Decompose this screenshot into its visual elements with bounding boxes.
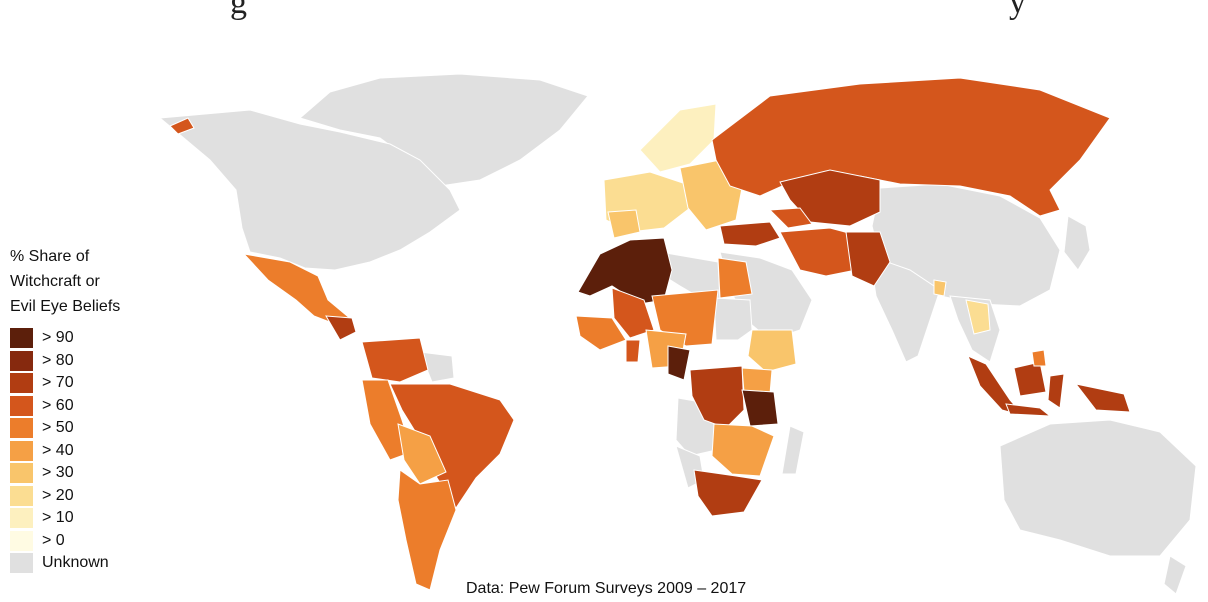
data-source-note: Data: Pew Forum Surveys 2009 – 2017 bbox=[466, 580, 747, 597]
south-america-north-region bbox=[361, 337, 429, 383]
legend-item: > 20 bbox=[10, 485, 160, 508]
north-america-unknown bbox=[158, 109, 461, 271]
caucasus-region bbox=[768, 207, 813, 229]
tanzania-region bbox=[741, 389, 779, 427]
legend-title-line-3: Evil Eye Beliefs bbox=[10, 298, 121, 315]
legend-label: > 50 bbox=[42, 419, 74, 437]
southern-africa-east-region bbox=[711, 423, 775, 477]
legend-label: Unknown bbox=[42, 554, 109, 572]
map-legend: % Share of Witchcraft or Evil Eye Belief… bbox=[10, 244, 160, 575]
kazakhstan-region bbox=[779, 169, 881, 227]
legend-item: > 30 bbox=[10, 462, 160, 485]
legend-swatch bbox=[10, 508, 33, 529]
legend-item: Unknown bbox=[10, 552, 160, 575]
legend-title-line-2: Witchcraft or bbox=[10, 273, 100, 290]
iceland-region bbox=[169, 117, 195, 135]
sudan-unknown bbox=[713, 297, 753, 341]
legend-label: > 0 bbox=[42, 531, 65, 549]
legend-items: > 90 > 80 > 70 > 60 > 50 > 40 > 30 > 20 > 10 > 0 U… bbox=[10, 327, 160, 575]
legend-label: > 20 bbox=[42, 486, 74, 504]
egypt-region bbox=[717, 257, 753, 299]
bangladesh-region bbox=[933, 279, 947, 297]
ethiopia-region bbox=[747, 329, 797, 373]
legend-label: > 10 bbox=[42, 509, 74, 527]
japan-korea-unknown bbox=[1063, 215, 1091, 271]
legend-item: > 40 bbox=[10, 440, 160, 463]
madagascar-unknown bbox=[781, 425, 805, 475]
morocco-algeria-region bbox=[577, 237, 673, 305]
brazil-region bbox=[389, 383, 515, 509]
philippines-region bbox=[1031, 349, 1047, 367]
australia-unknown bbox=[999, 419, 1197, 557]
turkey-region bbox=[719, 221, 781, 247]
sulawesi-region bbox=[1047, 373, 1065, 409]
ghana-region bbox=[625, 339, 641, 363]
west-africa-coast-region bbox=[575, 315, 627, 351]
legend-swatch bbox=[10, 530, 33, 551]
java-region bbox=[1005, 403, 1052, 417]
india-unknown bbox=[869, 255, 941, 363]
title-fragment-left: g bbox=[230, 0, 247, 21]
legend-swatch bbox=[10, 485, 33, 506]
south-africa-region bbox=[693, 469, 763, 517]
argentina-chile-region bbox=[397, 469, 457, 591]
sumatra-region bbox=[967, 355, 1026, 417]
mali-region bbox=[611, 287, 655, 339]
title-fragment-right: y bbox=[1009, 0, 1026, 21]
cameroon-region bbox=[667, 345, 691, 381]
legend-swatch bbox=[10, 463, 33, 484]
new-zealand-unknown bbox=[1163, 555, 1187, 595]
legend-item: > 90 bbox=[10, 327, 160, 350]
legend-swatch bbox=[10, 418, 33, 439]
pakistan-region bbox=[845, 231, 891, 287]
legend-item: > 80 bbox=[10, 350, 160, 373]
legend-label: > 40 bbox=[42, 441, 74, 459]
legend-item: > 60 bbox=[10, 395, 160, 418]
legend-swatch bbox=[10, 373, 33, 394]
guatemala-honduras-region bbox=[325, 315, 357, 341]
borneo-region bbox=[1013, 361, 1047, 397]
legend-label: > 60 bbox=[42, 396, 74, 414]
legend-item: > 70 bbox=[10, 372, 160, 395]
legend-swatch bbox=[10, 395, 33, 416]
legend-swatch bbox=[10, 328, 33, 349]
new-guinea-region bbox=[1074, 383, 1131, 413]
legend-label: > 90 bbox=[42, 329, 74, 347]
legend-item: > 0 bbox=[10, 530, 160, 553]
legend-label: > 30 bbox=[42, 464, 74, 482]
legend-swatch bbox=[10, 553, 33, 574]
legend-item: > 50 bbox=[10, 417, 160, 440]
legend-swatch bbox=[10, 440, 33, 461]
legend-label: > 80 bbox=[42, 351, 74, 369]
greenland-unknown bbox=[298, 73, 589, 187]
spain-region bbox=[607, 209, 641, 239]
cropped-title: g y bbox=[230, 0, 1026, 22]
guyana-unknown bbox=[419, 351, 455, 383]
legend-item: > 10 bbox=[10, 507, 160, 530]
russia-region bbox=[711, 77, 1111, 217]
bolivia-region bbox=[397, 423, 447, 485]
thailand-region bbox=[965, 299, 991, 335]
scandinavia-region bbox=[639, 103, 717, 173]
legend-swatch bbox=[10, 350, 33, 371]
legend-title-line-1: % Share of bbox=[10, 248, 90, 265]
legend-label: > 70 bbox=[42, 374, 74, 392]
